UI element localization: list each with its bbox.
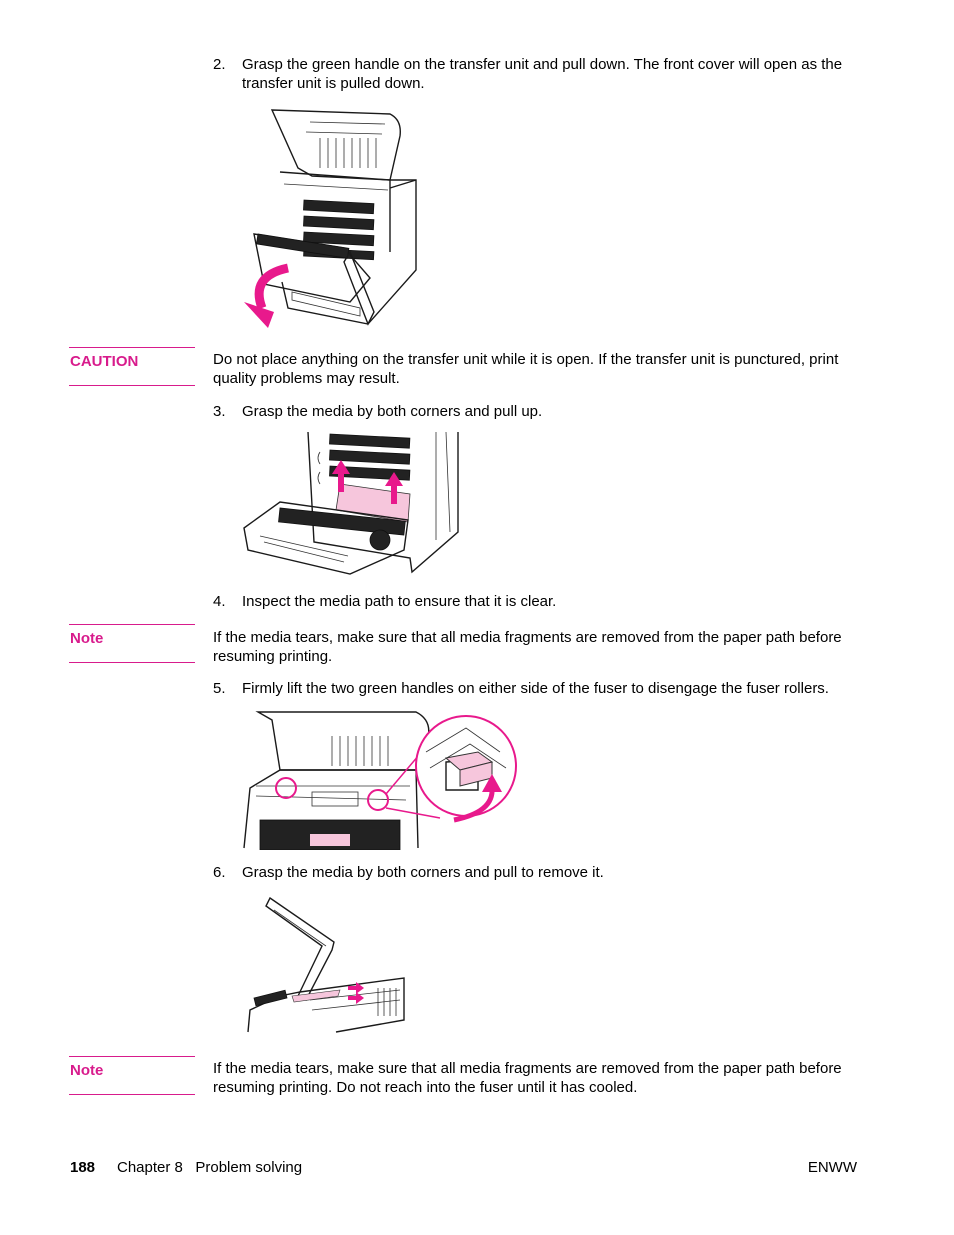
step-number: 2. <box>213 56 226 73</box>
page-number: 188 <box>70 1159 96 1176</box>
figure-remove-media <box>247 896 405 1033</box>
note-text: If the media tears, make sure that all m… <box>213 1060 842 1096</box>
step-text: Grasp the media by both corners and pull… <box>242 864 604 881</box>
figure-transfer-unit-open <box>244 109 417 328</box>
step-text: Grasp the media by both corners and pull… <box>242 403 543 420</box>
caution-label: CAUTION <box>70 353 139 370</box>
note-label: Note <box>70 630 104 647</box>
step-number: 6. <box>213 864 226 881</box>
step-number: 5. <box>213 680 226 697</box>
footer-right: ENWW <box>807 1159 857 1176</box>
callout-rule <box>69 662 195 663</box>
caution-text: Do not place anything on the transfer un… <box>213 351 839 387</box>
step-number: 3. <box>213 403 226 420</box>
note-label-block: Note <box>69 624 195 663</box>
step-number: 4. <box>213 593 226 610</box>
callout-rule <box>69 624 195 625</box>
step-text: Inspect the media path to ensure that it… <box>242 593 557 610</box>
note-text: If the media tears, make sure that all m… <box>213 629 842 665</box>
callout-rule <box>69 1056 195 1057</box>
note-label-block: Note <box>69 1056 195 1095</box>
figure-fuser-handles <box>243 711 517 850</box>
step-text: Grasp the green handle on the transfer u… <box>242 56 843 92</box>
callout-rule <box>69 1094 195 1095</box>
note-label: Note <box>70 1062 104 1079</box>
callout-rule <box>69 385 195 386</box>
figure-pull-media-up <box>243 432 459 575</box>
footer-chapter: Chapter 8 Problem solving <box>117 1159 303 1176</box>
callout-rule <box>69 347 195 348</box>
caution-label-block: CAUTION <box>69 347 195 386</box>
step-text: Firmly lift the two green handles on eit… <box>242 680 829 697</box>
